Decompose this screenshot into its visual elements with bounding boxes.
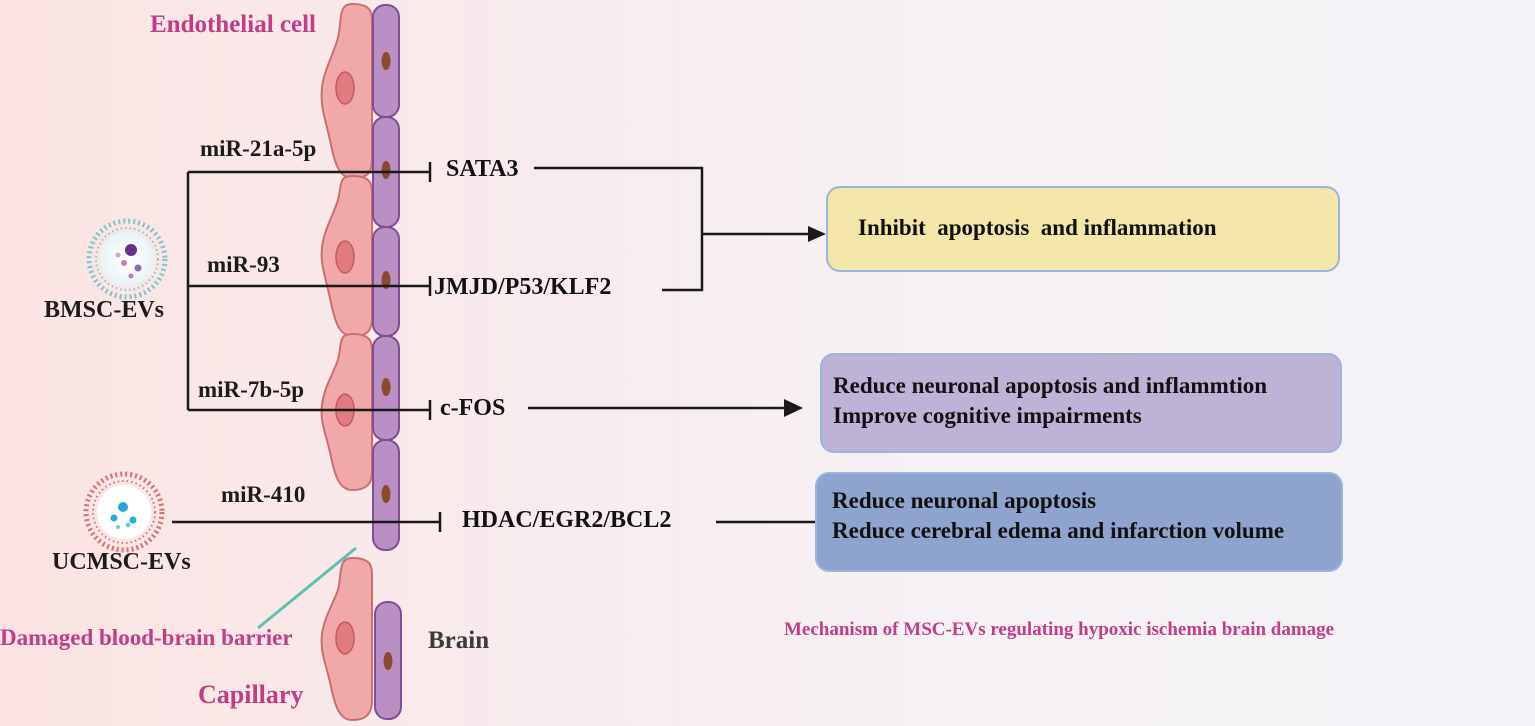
cell-nucleus: [381, 378, 391, 396]
cell-nucleus: [335, 621, 355, 655]
bmsc-evs-label: BMSC-EVs: [44, 297, 165, 323]
damaged-bbb-pointer-line: [257, 546, 357, 630]
cell-nucleus: [335, 71, 355, 105]
outcome-box-reduce-edema: Reduce neuronal apoptosis Reduce cerebra…: [815, 472, 1343, 572]
ucmsc-evs-label: UCMSC-EVs: [52, 549, 191, 575]
cell-nucleus: [381, 485, 391, 503]
mir410-label: miR-410: [221, 482, 306, 507]
outcome-box-reduce-inflammation: Reduce neuronal apoptosis and inflammtio…: [820, 353, 1342, 453]
outcome-text: Inhibit apoptosis and inflammation: [858, 215, 1217, 240]
brain-label: Brain: [428, 627, 490, 654]
outcome-box-inhibit-apoptosis: Inhibit apoptosis and inflammation: [826, 186, 1340, 272]
target-c-fos: c-FOS: [440, 395, 506, 421]
outcome-text: Reduce neuronal apoptosis and inflammtio…: [833, 373, 1268, 398]
arrowhead: [784, 399, 803, 417]
mir93-inhibition-line: [188, 276, 432, 296]
mir21-inhibition-line: [188, 162, 432, 182]
mir21-label: miR-21a-5p: [200, 136, 317, 161]
target-hdac-egr2-bcl2: HDAC/EGR2/BCL2: [462, 507, 672, 533]
outcome-text: Reduce cerebral edema and infarction vol…: [832, 517, 1285, 543]
cell-nucleus: [381, 271, 391, 289]
brain-cell-column: [372, 4, 402, 720]
cell-nucleus: [383, 652, 393, 670]
mir410-inhibition-line: [172, 512, 442, 532]
cell-nucleus: [381, 52, 391, 70]
cell-nucleus: [335, 240, 355, 274]
mir7b-label: miR-7b-5p: [198, 377, 305, 402]
figure-caption: Mechanism of MSC-EVs regulating hypoxic …: [784, 619, 1335, 640]
mir7b-inhibition-line: [188, 400, 432, 420]
target-jmjd-p53-klf2: JMJD/P53/KLF2: [434, 274, 612, 300]
sata3-jmjd-merge-line: [534, 166, 704, 292]
mir93-label: miR-93: [207, 252, 280, 277]
arrowhead: [808, 226, 826, 242]
capillary-label: Capillary: [198, 680, 304, 709]
target-sata3: SATA3: [446, 156, 519, 182]
ucmsc-ev-icon: [83, 471, 165, 553]
pathway-connectors: [172, 162, 815, 532]
endothelial-cell-label: Endothelial cell: [150, 11, 316, 38]
damaged-bbb-label: Damaged blood-brain barrier: [0, 625, 293, 650]
outcome-text: Reduce neuronal apoptosis: [832, 488, 1097, 513]
bmsc-ev-icon: [86, 218, 168, 300]
endothelial-cell-column: [320, 2, 374, 722]
cell-nucleus: [381, 161, 391, 179]
outcome-text: Improve cognitive impairments: [833, 402, 1142, 428]
